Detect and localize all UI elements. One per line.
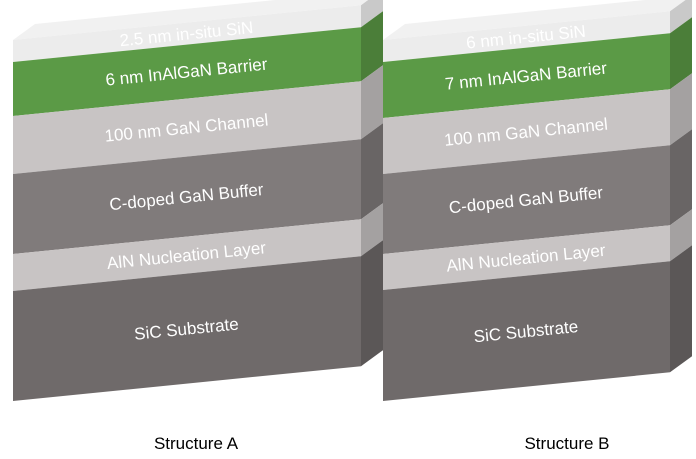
structure-b-layer-5-front <box>383 261 670 401</box>
structure-a-layer-0-side <box>361 0 383 28</box>
structure-b-layer-1-side <box>670 17 692 90</box>
structure-b-layer-2-front <box>383 89 670 174</box>
structure-a-layer-0-front <box>13 5 361 62</box>
structure-b-layer-4-front <box>383 225 670 290</box>
structure-a-layer-1-front <box>13 27 361 117</box>
structure-a-layer-3-front <box>13 139 361 254</box>
structure-a-layer-2-front <box>13 81 361 174</box>
structure-b-top-face <box>383 0 686 40</box>
structure-b-layer-3-side <box>670 129 692 226</box>
structure-b-layer-4-side <box>670 209 692 262</box>
structure-a-layer-3-side <box>361 123 383 220</box>
structure-a-layer-5-side <box>361 240 383 367</box>
structure-b-layer-3-front <box>383 145 670 254</box>
structure-b-layer-5-side <box>670 245 692 373</box>
structure-a-layer-2-side <box>361 65 383 140</box>
structure-a-layer-4-front <box>13 219 361 291</box>
structure-b-layer-1-front <box>383 33 670 118</box>
structure-b-caption: Structure B <box>524 434 609 453</box>
structure-a-layer-5-front <box>13 256 361 401</box>
structure-b-layer-0-side <box>670 0 692 34</box>
structure-b-layer-0-front <box>383 11 670 63</box>
structure-a-top-face <box>13 0 369 40</box>
structure-a-caption: Structure A <box>154 434 239 453</box>
structure-a-layer-1-side <box>361 11 383 82</box>
structure-b-layer-2-side <box>670 73 692 146</box>
structure-a-layer-4-side <box>361 203 383 257</box>
